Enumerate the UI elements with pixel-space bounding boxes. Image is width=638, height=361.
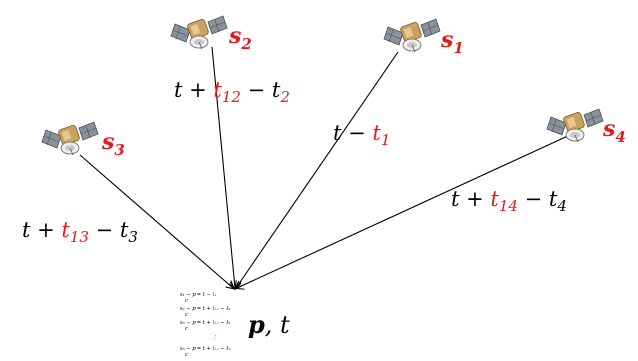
- ray-s3: [79, 154, 233, 288]
- ray-s1: [236, 51, 399, 288]
- equation-row-3-den: c: [185, 326, 188, 332]
- equation-row-2-den: c: [185, 312, 188, 318]
- label-ray-s1: t − t1: [333, 121, 390, 149]
- label-ray-s4: t + t14 − t4: [451, 187, 567, 215]
- equation-row-n-den: c: [185, 352, 188, 358]
- satellite-icon: [170, 15, 228, 50]
- equation-row-2: s₂ − p= t + t₁₂ − t₂: [180, 306, 231, 312]
- sat-s2-base: s: [228, 23, 241, 49]
- equation-row-ellipsis: ⋮: [212, 335, 217, 341]
- equation-row-n: sₙ − p= t + t₁ₙ − tₙ: [180, 346, 231, 352]
- label-ray-s2: t + t12 − t2: [174, 78, 290, 106]
- ray-s4: [237, 134, 571, 288]
- svg-text:s2: s2: [228, 23, 252, 53]
- equation-row-1: s₁ − p= t − t₁: [180, 292, 217, 298]
- sat-s1-base: s: [440, 27, 453, 53]
- satellite-icon: [383, 18, 441, 53]
- sat-s2-sub: 2: [240, 35, 251, 53]
- satellite-icon: [546, 108, 604, 143]
- satellite-s1: s1: [383, 18, 464, 57]
- equation-row-3: s₃ − p= t + t₁₃ − t₃: [180, 320, 231, 326]
- svg-text:s4: s4: [602, 116, 626, 146]
- ray-bundle: [228, 283, 237, 290]
- ray-s2: [211, 46, 235, 288]
- label-ray-s3: t + t13 − t3: [22, 218, 138, 246]
- sat-s1-sub: 1: [453, 39, 463, 57]
- sat-s3-sub: 3: [114, 141, 124, 159]
- equation-system: s₁ − p= t − t₁ c s₂ − p= t + t₁₂ − t₂ c …: [180, 292, 231, 358]
- satellite-icon: [41, 121, 99, 156]
- sat-s4-sub: 4: [615, 128, 625, 146]
- sat-s3-base: s: [101, 129, 114, 155]
- satellite-s2: s2: [170, 15, 252, 53]
- satellite-s3: s3: [41, 121, 125, 159]
- sat-s4-base: s: [602, 116, 615, 142]
- satellite-s4: s4: [546, 108, 626, 146]
- equation-row-1-den: c: [185, 298, 188, 304]
- receiver-label: p, t: [248, 310, 290, 339]
- svg-text:s1: s1: [440, 27, 464, 57]
- svg-text:s3: s3: [101, 129, 125, 159]
